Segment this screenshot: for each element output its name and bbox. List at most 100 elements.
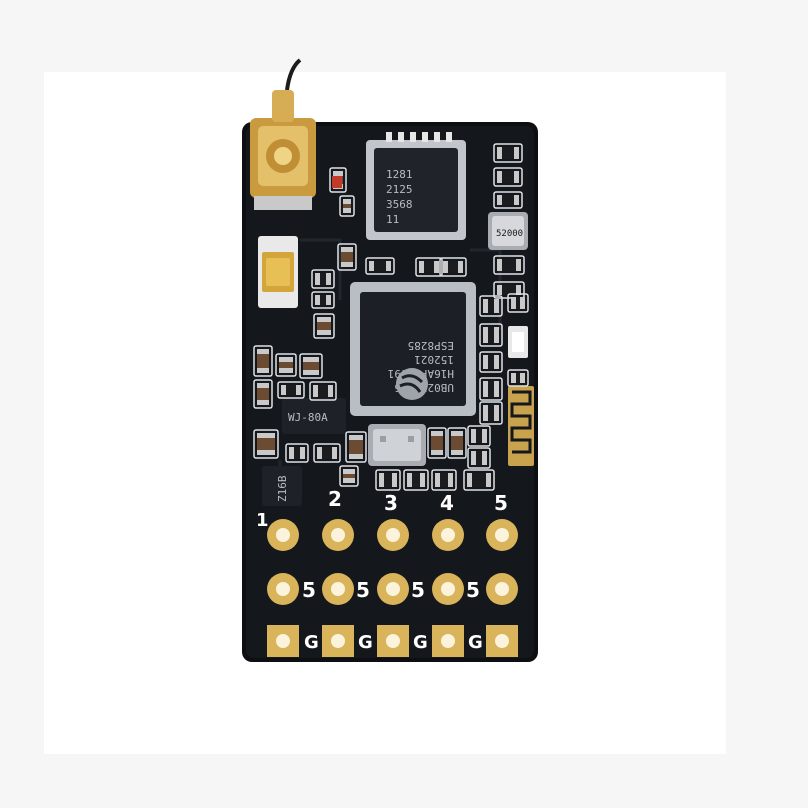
smd-body xyxy=(448,261,458,273)
smd-cap xyxy=(516,259,521,271)
smd-outline xyxy=(313,313,335,339)
row3-labels: G G G G xyxy=(304,632,483,653)
smd-cap xyxy=(494,381,499,397)
chip-pin xyxy=(446,132,452,142)
smd-part xyxy=(479,323,503,347)
smd-part xyxy=(253,379,273,409)
chip-pin xyxy=(398,132,404,142)
crystal-top-text: 52000 xyxy=(496,229,523,239)
smd-body xyxy=(286,385,296,395)
smd-part xyxy=(403,469,429,491)
smd-cap xyxy=(494,327,499,343)
smd-cap xyxy=(497,171,502,183)
pad-hole xyxy=(495,582,509,596)
smd-outline xyxy=(253,429,279,459)
row3-label-2: G xyxy=(358,632,373,653)
smd-outline xyxy=(447,427,467,459)
smd-cap xyxy=(520,373,525,383)
smd-outline xyxy=(427,427,447,459)
pin-numbers: 1 2 3 4 5 xyxy=(256,487,508,531)
small-ic-text: Z16B xyxy=(276,475,289,502)
smd-body xyxy=(343,204,351,208)
small-ic: Z16B xyxy=(262,466,302,506)
pad-hole xyxy=(331,528,345,542)
smd-outline xyxy=(479,401,503,425)
smd-cap xyxy=(458,261,463,273)
smd-part xyxy=(345,431,367,463)
smd-body xyxy=(424,261,434,273)
smd-outline xyxy=(415,257,443,277)
smd-body xyxy=(472,473,486,487)
smd-part xyxy=(275,353,297,377)
smd-outline xyxy=(345,431,367,463)
smd-cap xyxy=(328,385,333,397)
smd-outline xyxy=(431,469,457,491)
smd-part xyxy=(299,353,323,379)
row2-label-3: 5 xyxy=(411,578,425,602)
smd-cap xyxy=(300,447,305,459)
pad-hole xyxy=(276,582,290,596)
smd-part xyxy=(311,269,335,289)
smd-part xyxy=(467,425,491,447)
row2-labels: 5 5 5 5 xyxy=(302,578,480,602)
smd-outline xyxy=(467,425,491,447)
smd-cap xyxy=(420,473,425,487)
pin-number-2: 2 xyxy=(328,487,342,511)
smd-part xyxy=(427,427,447,459)
smd-outline xyxy=(253,379,273,409)
smd-cap xyxy=(516,285,521,295)
smd-part xyxy=(493,167,523,187)
smd-body xyxy=(488,299,494,313)
espressif-logo-icon xyxy=(396,368,428,400)
smd-outline xyxy=(309,381,337,401)
pad-hole xyxy=(276,634,290,648)
smd-body xyxy=(412,473,420,487)
smd-body xyxy=(516,297,520,309)
smd-outline xyxy=(311,269,335,289)
pad-hole xyxy=(495,528,509,542)
smd-part xyxy=(493,191,523,209)
pad-hole xyxy=(495,634,509,648)
smd-cap xyxy=(341,247,353,252)
smd-part xyxy=(337,243,357,271)
smd-cap xyxy=(279,357,293,362)
smd-cap xyxy=(257,349,269,354)
smd-outline xyxy=(329,167,347,193)
smd-cap xyxy=(451,450,463,455)
smd-body xyxy=(431,436,443,450)
smd-outline xyxy=(313,443,341,463)
smd-body xyxy=(257,354,269,368)
pin-number-1: 1 xyxy=(256,510,269,531)
top-chip-text-2: 2125 xyxy=(386,183,413,196)
antenna-cable xyxy=(285,58,302,91)
smd-part xyxy=(507,293,529,313)
smd-body xyxy=(488,381,494,397)
pad-hole xyxy=(331,634,345,648)
smd-cap xyxy=(315,273,320,285)
smd-outline xyxy=(375,469,401,491)
smd-body xyxy=(349,440,363,454)
smd-cap xyxy=(483,327,488,343)
smd-cap xyxy=(451,431,463,436)
smd-body xyxy=(440,473,448,487)
smd-cap xyxy=(467,473,472,487)
smd-body xyxy=(516,373,520,383)
smd-outline xyxy=(479,351,503,373)
smd-cap xyxy=(257,400,269,405)
smd-part xyxy=(493,255,525,275)
smd-cap xyxy=(343,469,355,474)
smd-outline xyxy=(439,257,467,277)
top-chip-text-4: 11 xyxy=(386,213,399,226)
smd-outline xyxy=(337,243,357,271)
main-chip-text-3: 152021 xyxy=(414,353,454,366)
smd-cap xyxy=(431,450,443,455)
esp8285-chip: UB02PU806 H16AP20491 152021 ESP8285 xyxy=(350,282,476,416)
row3-label-1: G xyxy=(304,632,319,653)
crystal-bottom xyxy=(368,424,426,466)
smd-cap xyxy=(257,383,269,388)
smd-cap xyxy=(379,473,384,487)
smd-cap xyxy=(343,478,355,483)
smd-cap xyxy=(349,435,363,440)
pad-hole xyxy=(441,528,455,542)
smd-cap xyxy=(514,171,519,183)
